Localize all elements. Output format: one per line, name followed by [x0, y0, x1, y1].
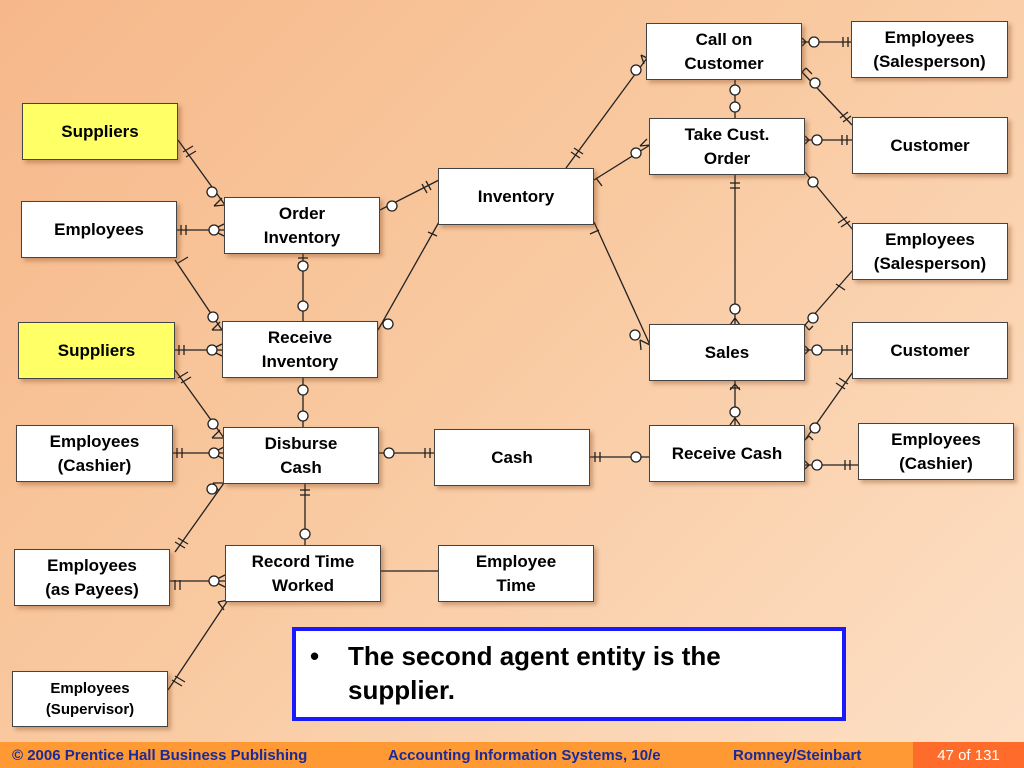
employees-cashier-entity-right: Employees (Cashier)	[858, 423, 1014, 480]
receive-cash-event: Receive Cash	[649, 425, 805, 482]
customer-entity-top: Customer	[852, 117, 1008, 174]
footer-book-title: Accounting Information Systems, 10/e	[388, 746, 661, 764]
customer-entity-mid: Customer	[852, 322, 1008, 379]
page-number: 47 of 131	[913, 742, 1024, 768]
footer-copyright: © 2006 Prentice Hall Business Publishing	[12, 746, 308, 764]
disburse-cash-event: Disburse Cash	[223, 427, 379, 484]
callout-note: • The second agent entity is the supplie…	[292, 627, 846, 721]
employees-salesperson-entity-top: Employees (Salesperson)	[851, 21, 1008, 78]
receive-inventory-event: Receive Inventory	[222, 321, 378, 378]
cash-resource: Cash	[434, 429, 590, 486]
sales-event: Sales	[649, 324, 805, 381]
suppliers-entity-top: Suppliers	[22, 103, 178, 160]
slide-footer: © 2006 Prentice Hall Business Publishing…	[0, 742, 1024, 768]
employees-entity: Employees	[21, 201, 177, 258]
take-cust-order-event: Take Cust. Order	[649, 118, 805, 175]
bullet-marker: •	[310, 641, 320, 671]
callout-text: The second agent entity is the supplier.	[348, 641, 721, 705]
record-time-worked-event: Record Time Worked	[225, 545, 381, 602]
employees-salesperson-entity-mid: Employees (Salesperson)	[852, 223, 1008, 280]
inventory-resource: Inventory	[438, 168, 594, 225]
call-on-customer-event: Call on Customer	[646, 23, 802, 80]
footer-authors: Romney/Steinbart	[733, 746, 862, 764]
employees-payees-entity: Employees (as Payees)	[14, 549, 170, 606]
employees-supervisor-entity: Employees (Supervisor)	[12, 671, 168, 727]
employees-cashier-entity-left: Employees (Cashier)	[16, 425, 173, 482]
employee-time-resource: Employee Time	[438, 545, 594, 602]
suppliers-entity-mid: Suppliers	[18, 322, 175, 379]
order-inventory-event: Order Inventory	[224, 197, 380, 254]
